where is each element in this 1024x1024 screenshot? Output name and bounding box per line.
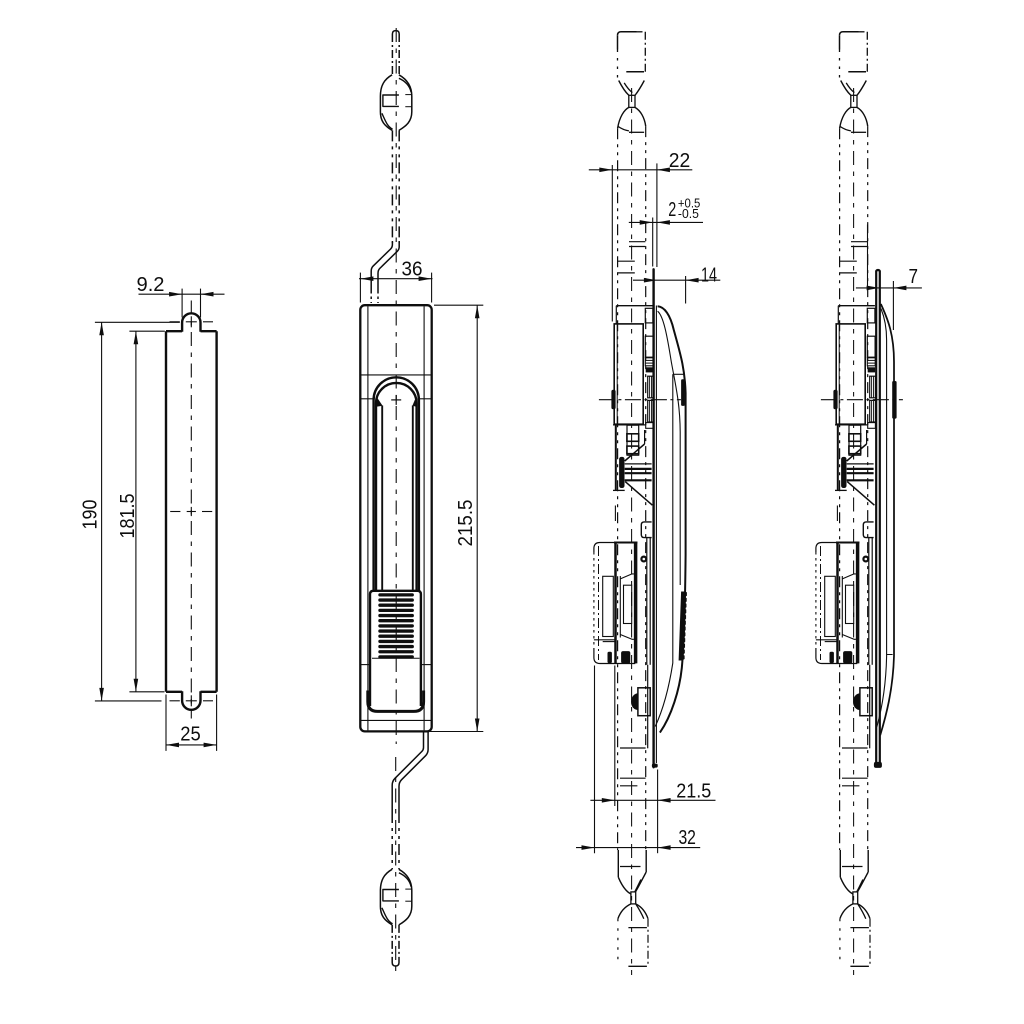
svg-text:7: 7 <box>909 265 919 288</box>
svg-text:181.5: 181.5 <box>116 494 139 539</box>
svg-text:32: 32 <box>678 826 696 849</box>
svg-text:22: 22 <box>669 149 691 172</box>
svg-text:215.5: 215.5 <box>454 500 477 547</box>
svg-text:190: 190 <box>79 500 102 530</box>
svg-text:9.2: 9.2 <box>137 273 165 296</box>
svg-text:-0.5: -0.5 <box>678 207 699 221</box>
svg-text:21.5: 21.5 <box>676 780 711 803</box>
svg-text:25: 25 <box>180 723 201 746</box>
svg-text:+0.5: +0.5 <box>678 196 700 210</box>
svg-text:36: 36 <box>402 258 423 281</box>
svg-text:2: 2 <box>668 198 676 221</box>
svg-text:14: 14 <box>701 263 717 286</box>
